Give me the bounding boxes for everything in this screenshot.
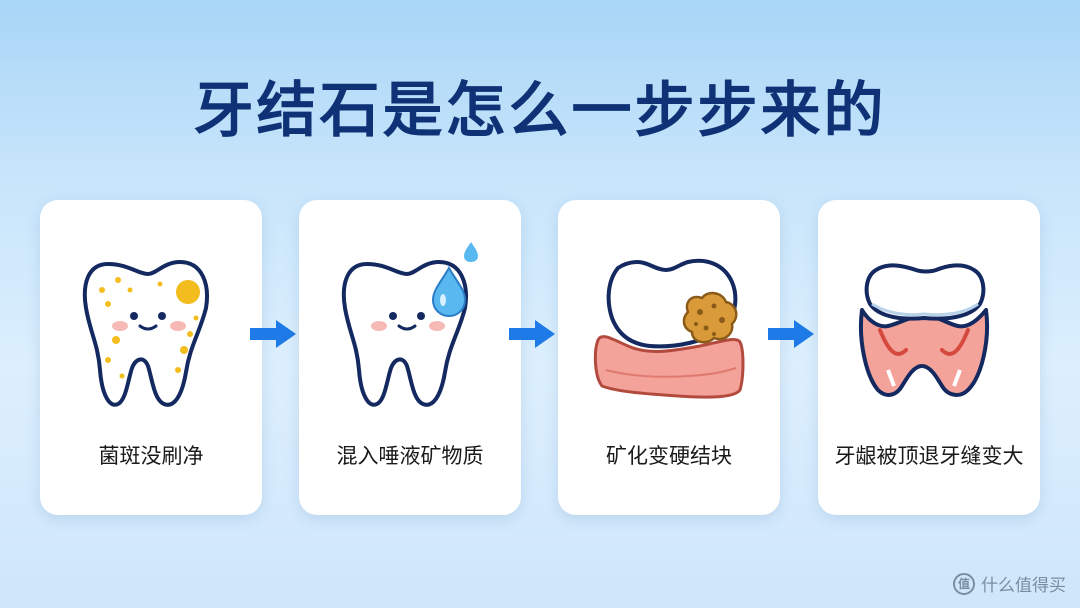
- step-card-4: 牙龈被顶退牙缝变大: [818, 200, 1040, 515]
- step-label: 牙龈被顶退牙缝变大: [834, 444, 1024, 468]
- step-card-3: 矿化变硬结块: [558, 200, 780, 515]
- step-card-1: 菌斑没刷净: [40, 200, 262, 515]
- step-label: 混入唾液矿物质: [336, 444, 484, 468]
- step-label: 菌斑没刷净: [98, 444, 204, 468]
- watermark: 值 什么值得买: [953, 571, 1066, 596]
- tooth-plaque-icon: [82, 260, 209, 407]
- watermark-text: 什么值得买: [981, 576, 1066, 596]
- watermark-logo-icon: 值: [953, 572, 975, 595]
- step-label: 矿化变硬结块: [606, 444, 732, 468]
- arrow-right-icon: [509, 320, 555, 348]
- tooth-saliva-icon: [341, 242, 478, 407]
- tooth-tartar-icon: [593, 258, 745, 399]
- step-card-2: 混入唾液矿物质: [299, 200, 521, 515]
- arrow-right-icon: [768, 320, 814, 348]
- tooth-gum-recession-icon: [858, 263, 990, 397]
- arrow-right-icon: [250, 320, 296, 348]
- page-title: 牙结石是怎么一步步来的: [193, 76, 887, 146]
